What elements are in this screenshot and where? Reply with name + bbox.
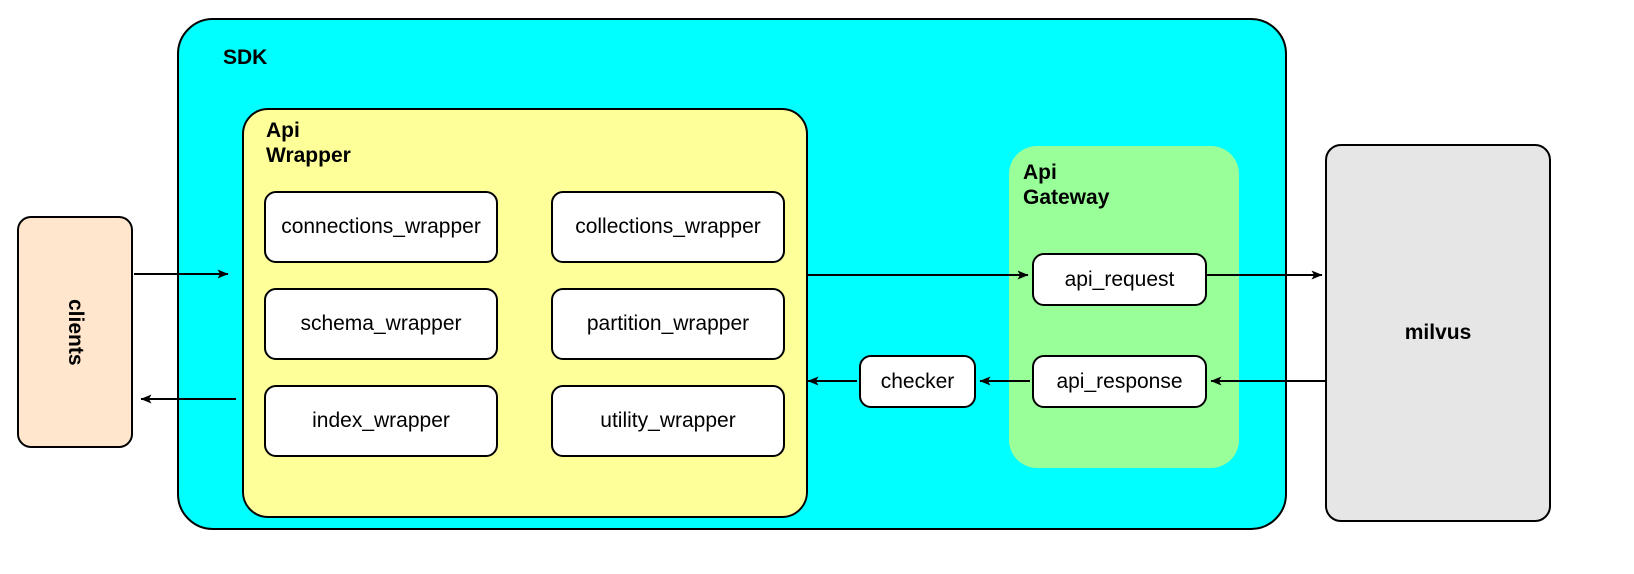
api-gateway-container: Api Gateway — [1009, 146, 1239, 468]
node-label: clients — [64, 298, 87, 366]
node-label: partition_wrapper — [586, 312, 750, 335]
node-utility-wrapper[interactable]: utility_wrapper — [551, 385, 785, 457]
node-clients[interactable]: clients — [17, 216, 133, 448]
node-label: milvus — [1404, 321, 1472, 344]
node-collections-wrapper[interactable]: collections_wrapper — [551, 191, 785, 263]
node-label: index_wrapper — [312, 409, 450, 432]
api-gateway-label: Api Gateway — [1023, 161, 1110, 210]
node-label: collections_wrapper — [575, 215, 761, 238]
node-milvus[interactable]: milvus — [1325, 144, 1551, 522]
node-schema-wrapper[interactable]: schema_wrapper — [264, 288, 498, 360]
node-label: checker — [880, 369, 955, 393]
node-label: utility_wrapper — [600, 409, 736, 432]
node-checker[interactable]: checker — [859, 355, 976, 408]
node-api-response[interactable]: api_response — [1032, 355, 1207, 408]
node-index-wrapper[interactable]: index_wrapper — [264, 385, 498, 457]
api-wrapper-label: Api Wrapper — [266, 119, 351, 168]
node-connections-wrapper[interactable]: connections_wrapper — [264, 191, 498, 263]
node-label: api_response — [1056, 369, 1183, 393]
node-label: api_request — [1064, 267, 1175, 291]
node-api-request[interactable]: api_request — [1032, 253, 1207, 306]
node-label: schema_wrapper — [300, 312, 462, 335]
node-label: connections_wrapper — [281, 215, 481, 238]
node-partition-wrapper[interactable]: partition_wrapper — [551, 288, 785, 360]
sdk-label: SDK — [223, 46, 268, 69]
